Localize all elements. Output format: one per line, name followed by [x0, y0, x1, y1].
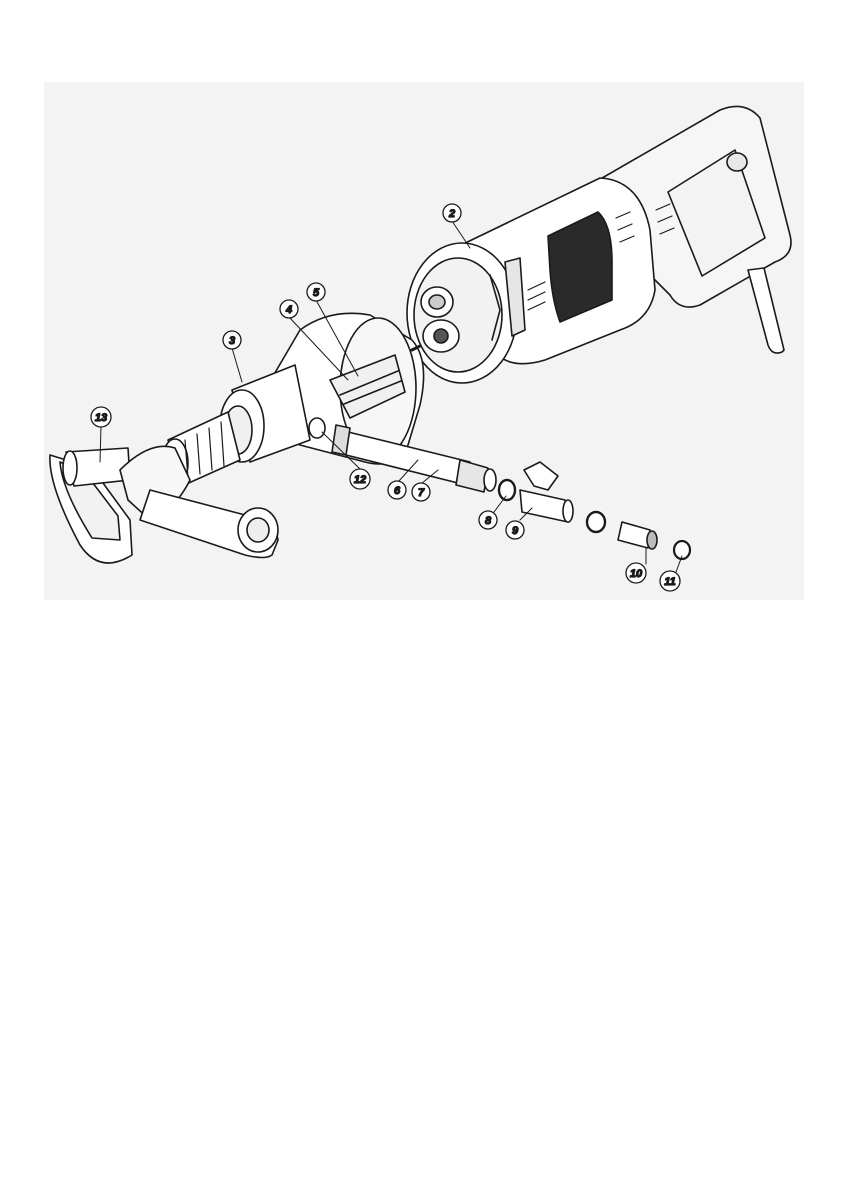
ball-valve-9	[520, 490, 568, 522]
svg-text:9: 9	[512, 525, 519, 537]
svg-text:6: 6	[394, 485, 401, 497]
svg-text:4: 4	[285, 304, 292, 316]
callout-12: 12	[350, 469, 370, 489]
seal-ring-gap	[587, 512, 605, 532]
callout-9: 9	[506, 521, 524, 539]
fitting-12	[309, 418, 325, 438]
svg-text:10: 10	[630, 568, 643, 580]
svg-text:11: 11	[664, 576, 675, 588]
svg-text:13: 13	[95, 412, 107, 424]
callout-5: 5	[307, 283, 325, 301]
callout-10: 10	[626, 563, 646, 583]
svg-text:5: 5	[313, 287, 320, 299]
svg-text:7: 7	[418, 487, 425, 499]
callout-11: 11	[660, 571, 680, 591]
callout-3: 3	[223, 331, 241, 349]
motor-unit	[407, 106, 791, 383]
svg-text:3: 3	[229, 335, 235, 347]
power-cord	[748, 268, 784, 353]
callout-6: 6	[388, 481, 406, 499]
auxiliary-handle	[50, 446, 278, 563]
nipple-10	[618, 522, 650, 548]
seal-ring-8	[499, 480, 515, 500]
callout-2: 2	[443, 204, 461, 222]
svg-text:2: 2	[448, 208, 455, 220]
callout-7: 7	[412, 483, 430, 501]
callout-13: 13	[91, 407, 111, 427]
svg-text:12: 12	[354, 474, 366, 486]
callout-4: 4	[280, 300, 298, 318]
water-feed	[309, 418, 690, 559]
callout-8: 8	[479, 511, 497, 529]
svg-text:8: 8	[485, 515, 492, 527]
